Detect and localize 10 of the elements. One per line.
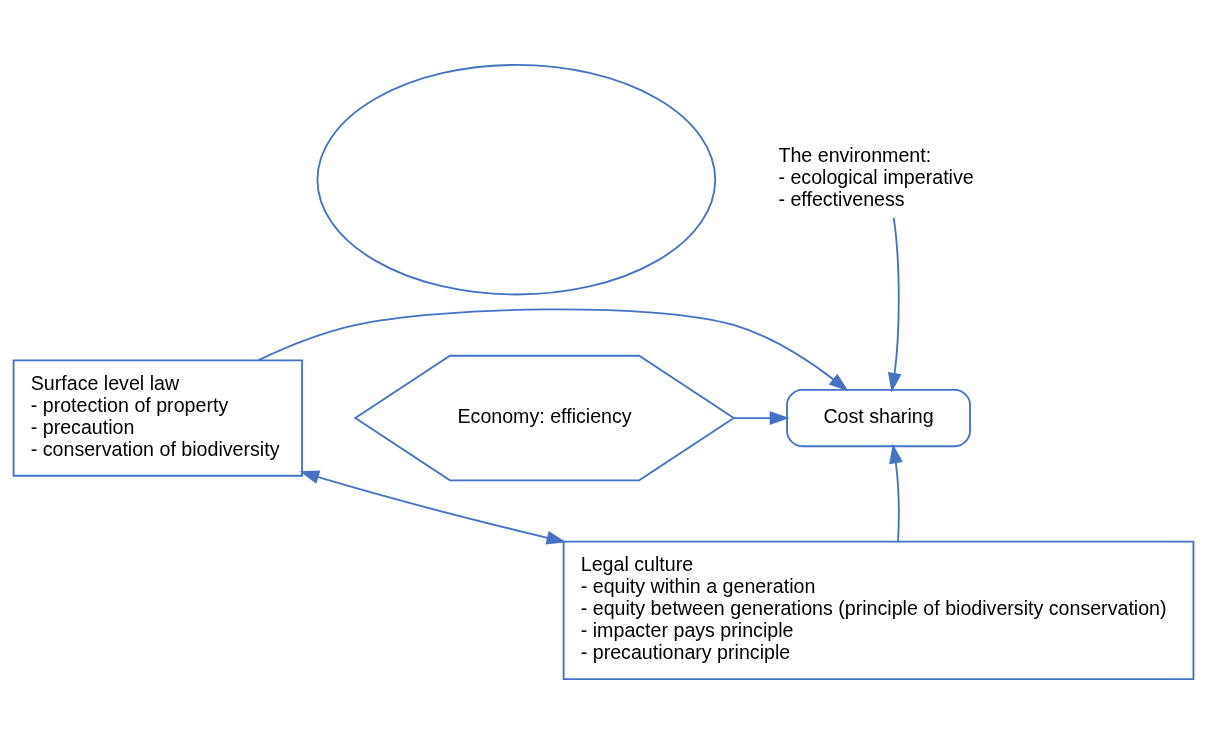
node-ellipse — [316, 64, 717, 296]
arrow — [257, 308, 849, 392]
arrow — [733, 411, 790, 425]
arrow — [889, 443, 903, 543]
node-text: The environment: - ecological imperative - effectiveness — [778, 144, 974, 211]
node-box: Legal culture - equity within a generation - equity between generations (principle of biodiversity conservation) - impacter pays principle - precautionary principle — [562, 540, 1195, 680]
arrow — [887, 216, 902, 393]
arrow — [299, 470, 567, 545]
node-box: Surface level law - protection of property - precaution - conservation of biodiversity — [12, 359, 303, 477]
node-box: Cost sharing — [786, 388, 971, 448]
